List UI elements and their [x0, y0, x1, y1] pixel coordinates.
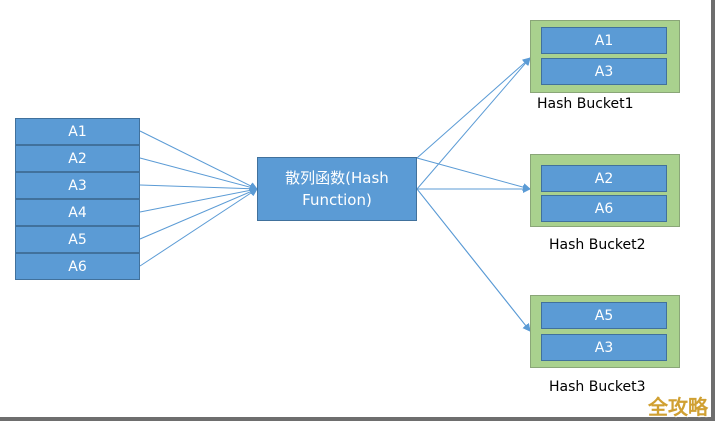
- arrow-a4-to-hash: [139, 186, 258, 213]
- arrow-a6-to-hash: [139, 188, 258, 267]
- input-key-a5: A5: [15, 226, 140, 253]
- input-key-a3: A3: [15, 172, 140, 199]
- input-key-a1: A1: [15, 118, 140, 145]
- hash-function-label-line2: Function): [302, 191, 372, 209]
- arrow-hash-to-bucket-3-b: [416, 188, 531, 332]
- bucket-2-label: Hash Bucket2: [549, 237, 646, 253]
- bucket-3-label: Hash Bucket3: [549, 379, 646, 395]
- arrow-hash-to-bucket-2-a: [416, 157, 531, 192]
- bucket-2-item-2: A6: [541, 195, 667, 222]
- bucket-2-item-1: A2: [541, 165, 667, 192]
- input-key-a2: A2: [15, 145, 140, 172]
- bucket-3-item-1: A5: [541, 302, 667, 329]
- input-key-a6: A6: [15, 253, 140, 280]
- hash-function-label-line1: 散列函数(Hash: [285, 169, 389, 187]
- input-key-a4: A4: [15, 199, 140, 226]
- arrow-a3-to-hash: [139, 184, 258, 193]
- bucket-1-item-1: A1: [541, 27, 667, 54]
- frame-shadow-right: [711, 0, 715, 418]
- arrow-a2-to-hash: [139, 157, 258, 192]
- hash-function-box: 散列函数(Hash Function): [257, 157, 417, 221]
- arrow-a5-to-hash: [139, 188, 258, 240]
- site-watermark-logo: 全攻略: [648, 395, 708, 419]
- frame-shadow-bottom: [0, 417, 715, 421]
- arrow-hash-to-bucket-1-a: [416, 57, 531, 159]
- arrow-hash-to-bucket-1-b: [416, 57, 531, 190]
- bucket-1-item-2: A3: [541, 58, 667, 85]
- bucket-3-item-2: A3: [541, 334, 667, 361]
- arrow-a1-to-hash: [139, 130, 258, 190]
- bucket-1-label: Hash Bucket1: [537, 96, 634, 112]
